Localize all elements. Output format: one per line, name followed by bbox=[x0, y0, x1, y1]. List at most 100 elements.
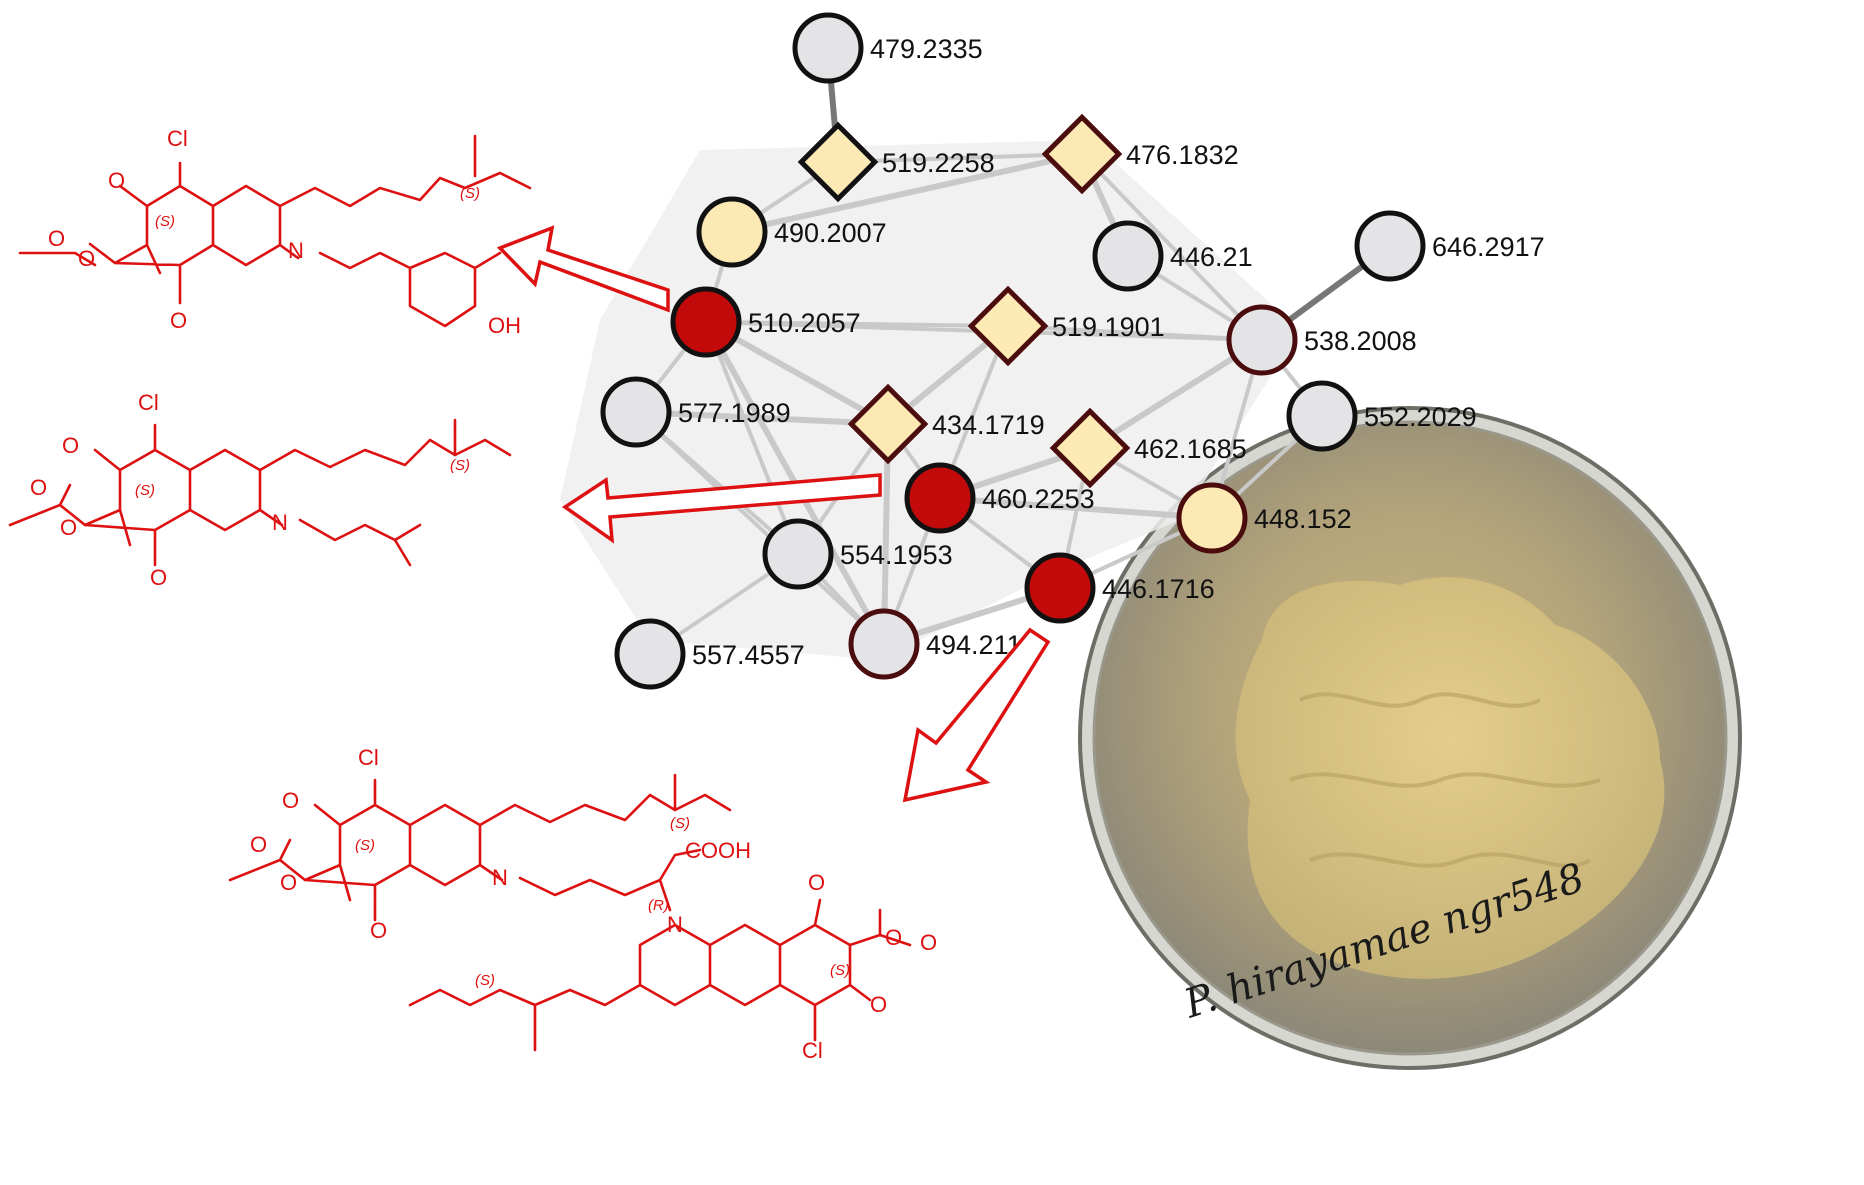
network-node[interactable]: 494.211 bbox=[848, 608, 1022, 680]
node-label: 462.1685 bbox=[1134, 434, 1247, 464]
node-label: 446.21 bbox=[1170, 242, 1253, 272]
atom-o: O bbox=[60, 515, 77, 540]
node-label: 538.2008 bbox=[1304, 326, 1417, 356]
network-edge bbox=[634, 410, 886, 646]
node-circle[interactable] bbox=[848, 608, 920, 680]
atom-o: O bbox=[885, 925, 902, 950]
network-edge bbox=[939, 495, 1213, 521]
network-node[interactable]: 554.1953 bbox=[762, 518, 953, 590]
node-label: 446.1716 bbox=[1102, 574, 1215, 604]
atom-o: O bbox=[870, 992, 887, 1017]
atom-n: N bbox=[272, 510, 288, 535]
network-edge bbox=[837, 152, 1083, 164]
network-node[interactable]: 460.2253 bbox=[904, 462, 1095, 534]
atom-cl: Cl bbox=[358, 745, 379, 770]
node-circle[interactable] bbox=[904, 462, 976, 534]
node-circle[interactable] bbox=[670, 286, 742, 358]
stereo-label: (R) bbox=[648, 897, 669, 914]
node-diamond[interactable] bbox=[797, 121, 879, 203]
node-label: 519.1901 bbox=[1052, 312, 1165, 342]
network-node[interactable]: 446.21 bbox=[1092, 220, 1253, 292]
atom-o: O bbox=[30, 475, 47, 500]
node-label: 510.2057 bbox=[748, 308, 861, 338]
structure-1: Cl O O O O N OH (S) (S) bbox=[18, 126, 532, 338]
structure-3: Cl O O O O N COOH N O O O O Cl (S) (S) (… bbox=[228, 745, 937, 1063]
network-node[interactable]: 490.2007 bbox=[696, 196, 887, 268]
atom-cl: Cl bbox=[138, 390, 159, 415]
stereo-label: (S) bbox=[475, 972, 495, 989]
node-label: 557.4557 bbox=[692, 640, 805, 670]
network-node[interactable]: 552.2029 bbox=[1286, 380, 1477, 452]
node-circle[interactable] bbox=[762, 518, 834, 590]
atom-o: O bbox=[170, 308, 187, 333]
network-node[interactable]: 646.2917 bbox=[1354, 210, 1545, 282]
node-label: 490.2007 bbox=[774, 218, 887, 248]
node-label: 448.152 bbox=[1254, 504, 1352, 534]
atom-o: O bbox=[370, 918, 387, 943]
atom-oh: OH bbox=[488, 313, 521, 338]
node-circle[interactable] bbox=[614, 618, 686, 690]
stereo-label: (S) bbox=[830, 962, 850, 979]
network-node[interactable]: 434.1719 bbox=[847, 383, 1045, 465]
atom-o: O bbox=[280, 870, 297, 895]
stereo-label: (S) bbox=[135, 482, 155, 499]
atom-o: O bbox=[808, 870, 825, 895]
atom-cl: Cl bbox=[802, 1038, 823, 1063]
atom-o: O bbox=[150, 565, 167, 590]
node-label: 479.2335 bbox=[870, 34, 983, 64]
structure-2: Cl O O O O N (S) (S) bbox=[8, 390, 512, 590]
stereo-label: (S) bbox=[450, 457, 470, 474]
node-circle[interactable] bbox=[1176, 482, 1248, 554]
petri-dish: P. hirayamae ngr548 bbox=[1078, 406, 1742, 1070]
atom-n: N bbox=[288, 238, 304, 263]
node-diamond[interactable] bbox=[847, 383, 929, 465]
stereo-label: (S) bbox=[155, 213, 175, 230]
atom-n: N bbox=[492, 865, 508, 890]
node-label: 476.1832 bbox=[1126, 140, 1239, 170]
network-node[interactable]: 446.1716 bbox=[1024, 552, 1215, 624]
network-node[interactable]: 510.2057 bbox=[670, 286, 861, 358]
node-circle[interactable] bbox=[1024, 552, 1096, 624]
node-circle[interactable] bbox=[696, 196, 768, 268]
network-node[interactable]: 462.1685 bbox=[1049, 407, 1247, 489]
network-node[interactable]: 557.4557 bbox=[614, 618, 805, 690]
network-node[interactable]: 538.2008 bbox=[1226, 304, 1417, 376]
stereo-label: (S) bbox=[670, 815, 690, 832]
node-label: 577.1989 bbox=[678, 398, 791, 428]
colony-texture bbox=[1289, 692, 1601, 868]
network-node[interactable]: 519.1901 bbox=[967, 285, 1165, 367]
network-node[interactable]: 577.1989 bbox=[600, 376, 791, 448]
node-circle[interactable] bbox=[600, 376, 672, 448]
node-circle[interactable] bbox=[1226, 304, 1298, 376]
atom-o: O bbox=[48, 226, 65, 251]
node-label: 519.2258 bbox=[882, 148, 995, 178]
network-edge bbox=[704, 321, 800, 555]
network-node[interactable]: 476.1832 bbox=[1041, 113, 1239, 195]
network-node[interactable]: 448.152 bbox=[1176, 482, 1352, 554]
atom-o: O bbox=[250, 832, 267, 857]
node-circle[interactable] bbox=[1354, 210, 1426, 282]
network-edge bbox=[731, 151, 1083, 235]
network-node[interactable]: 519.2258 bbox=[797, 121, 995, 203]
stereo-label: (S) bbox=[355, 837, 375, 854]
node-circle[interactable] bbox=[1092, 220, 1164, 292]
node-diamond[interactable] bbox=[1041, 113, 1123, 195]
atom-cl: Cl bbox=[167, 126, 188, 151]
node-diamond[interactable] bbox=[1049, 407, 1131, 489]
atom-o: O bbox=[920, 930, 937, 955]
arrow-to-structure-2 bbox=[561, 473, 882, 544]
node-circle[interactable] bbox=[1286, 380, 1358, 452]
network-node[interactable]: 479.2335 bbox=[792, 12, 983, 84]
node-label: 552.2029 bbox=[1364, 402, 1477, 432]
atom-n: N bbox=[667, 912, 683, 937]
atom-o: O bbox=[282, 788, 299, 813]
atom-cooh: COOH bbox=[685, 838, 751, 863]
node-circle[interactable] bbox=[792, 12, 864, 84]
node-diamond[interactable] bbox=[967, 285, 1049, 367]
network-edge bbox=[1080, 152, 1264, 342]
stereo-label: (S) bbox=[460, 185, 480, 202]
network-nodes: 479.2335 519.2258 476.1832 490.2007 446.21 64… bbox=[600, 12, 1545, 690]
arrow-to-structure-3 bbox=[902, 627, 1051, 803]
atom-o: O bbox=[108, 168, 125, 193]
